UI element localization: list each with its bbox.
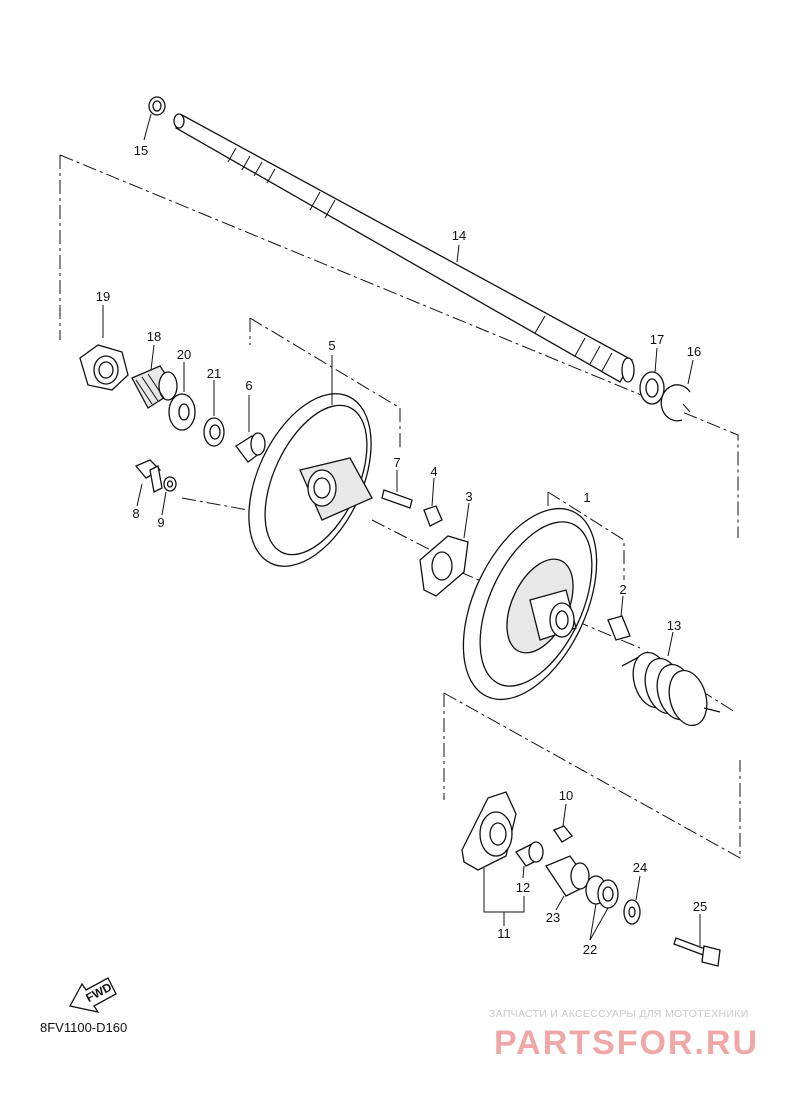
washer-17 bbox=[639, 371, 665, 405]
forward-arrow-icon: FWD bbox=[69, 977, 117, 1013]
callout-3: 3 bbox=[465, 489, 472, 504]
washer-24 bbox=[623, 899, 641, 925]
callout-18: 18 bbox=[147, 329, 161, 344]
o-ring bbox=[148, 96, 166, 116]
callout-15: 15 bbox=[134, 143, 148, 158]
assembly-outline-fixed-sheave bbox=[249, 317, 401, 450]
bushing-6 bbox=[235, 432, 266, 463]
spring-13 bbox=[621, 651, 721, 727]
washer-21 bbox=[203, 417, 225, 447]
fixed-sheave bbox=[248, 393, 373, 567]
washer-9 bbox=[163, 476, 177, 492]
bushing-pair-22 bbox=[585, 875, 619, 909]
callout-22: 22 bbox=[583, 942, 597, 957]
callout-2: 2 bbox=[619, 582, 626, 597]
callout-7: 7 bbox=[393, 455, 400, 470]
movable-sheave bbox=[462, 507, 598, 701]
circlip-16 bbox=[660, 384, 691, 422]
callout-20: 20 bbox=[177, 347, 191, 362]
stud-7 bbox=[381, 489, 413, 509]
callout-21: 21 bbox=[207, 366, 221, 381]
sleeve-23 bbox=[545, 855, 591, 897]
assembly-outline-lower bbox=[443, 692, 741, 859]
plug-2 bbox=[607, 615, 631, 641]
watermark-caption: ЗАПЧАСТИ И АКСЕССУАРЫ ДЛЯ МОТОТЕХНИКИ bbox=[489, 1008, 749, 1020]
callout-8: 8 bbox=[132, 506, 139, 521]
callout-5: 5 bbox=[328, 338, 335, 353]
axis-line-shaft bbox=[181, 497, 736, 713]
callout-11: 11 bbox=[497, 926, 511, 941]
callout-12: 12 bbox=[516, 880, 530, 895]
callout-9: 9 bbox=[157, 515, 164, 530]
callout-1: 1 bbox=[583, 490, 590, 505]
diagram-code: 8FV1100-D160 bbox=[40, 1020, 128, 1035]
washer-20 bbox=[168, 393, 196, 431]
callout-17: 17 bbox=[650, 332, 664, 347]
bracket-11 bbox=[461, 791, 517, 871]
callout-14: 14 bbox=[452, 228, 466, 243]
secondary-shaft bbox=[173, 113, 635, 383]
callout-25: 25 bbox=[693, 899, 707, 914]
nut-10 bbox=[553, 825, 573, 843]
castle-nut bbox=[79, 344, 129, 391]
callout-13: 13 bbox=[667, 618, 681, 633]
assembly-outline-upper bbox=[59, 154, 739, 538]
callout-16: 16 bbox=[687, 344, 701, 359]
fitting-4 bbox=[423, 505, 443, 527]
callout-19: 19 bbox=[96, 289, 110, 304]
callout-10: 10 bbox=[559, 788, 573, 803]
bolt-25 bbox=[673, 937, 721, 967]
assembly-outline-movable-sheave bbox=[547, 491, 625, 580]
callout-23: 23 bbox=[546, 910, 560, 925]
collar-12 bbox=[515, 841, 544, 867]
gasket-3 bbox=[419, 535, 469, 597]
sleeve-18 bbox=[131, 365, 178, 409]
callout-24: 24 bbox=[633, 860, 647, 875]
watermark-logo: PARTSFOR.RU bbox=[494, 1024, 760, 1062]
callout-4: 4 bbox=[430, 464, 437, 479]
callout-6: 6 bbox=[245, 378, 252, 393]
bolt-8 bbox=[134, 459, 163, 493]
